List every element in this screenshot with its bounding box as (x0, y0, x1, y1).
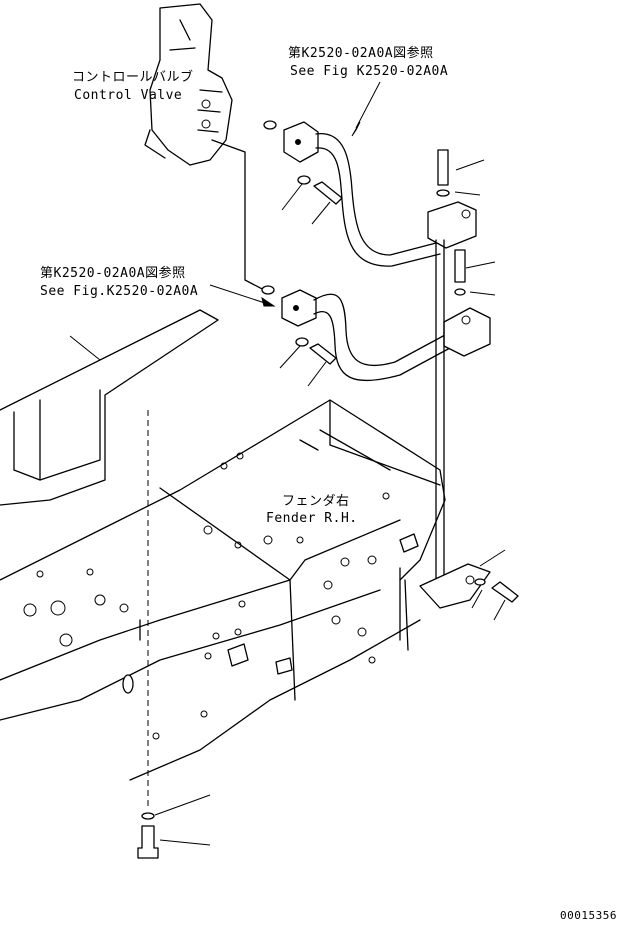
reference-middle-label-jp: 第K2520-02A0A図参照 (40, 266, 186, 281)
fender-label-en: Fender R.H. (266, 511, 358, 526)
flange-middle (281, 289, 317, 327)
reference-top-label-en: See Fig K2520-02A0A (290, 64, 449, 79)
bolt-clamp-upper (437, 149, 449, 186)
bolt-clamp-lower (454, 249, 466, 283)
clamp-block-upper (427, 201, 477, 249)
frame-holes (23, 452, 419, 740)
bolt-bottom (137, 825, 159, 859)
washer-bottom (141, 812, 155, 820)
clamp-block-lower (443, 307, 491, 357)
control-valve-label-en: Control Valve (74, 88, 183, 103)
reference-middle-label-en: See Fig.K2520-02A0A (40, 284, 199, 299)
pipe-upper-inner (315, 147, 441, 267)
control-valve-label-jp: コントロールバルブ (72, 70, 194, 85)
pipe-upper (315, 133, 441, 256)
o-ring-middle (261, 285, 275, 295)
o-ring-upper (263, 120, 277, 130)
leader-lines (69, 81, 506, 846)
bolt-bracket (491, 581, 519, 603)
bottom-bracket (419, 563, 491, 609)
pipe-middle-inner (313, 311, 451, 382)
bolt-upper-flange (313, 181, 343, 205)
reference-top-label-jp: 第K2520-02A0A図参照 (288, 46, 434, 61)
pipe-middle (313, 293, 446, 367)
flange-upper (283, 121, 319, 163)
washer-clamp-upper (436, 189, 450, 197)
washer-middle-flange (295, 337, 309, 347)
drawing-number: 00015356 (560, 909, 617, 922)
bolt-middle-flange (309, 343, 337, 365)
washer-clamp-lower (454, 288, 466, 296)
pilot-line-upper (211, 139, 269, 293)
support-rod (435, 239, 445, 586)
washer-bracket (474, 578, 486, 586)
fender-label-jp: フェンダ右 (282, 494, 350, 509)
control-valve (144, 3, 233, 166)
washer-upper-flange (297, 175, 311, 185)
frame-body (0, 309, 446, 781)
